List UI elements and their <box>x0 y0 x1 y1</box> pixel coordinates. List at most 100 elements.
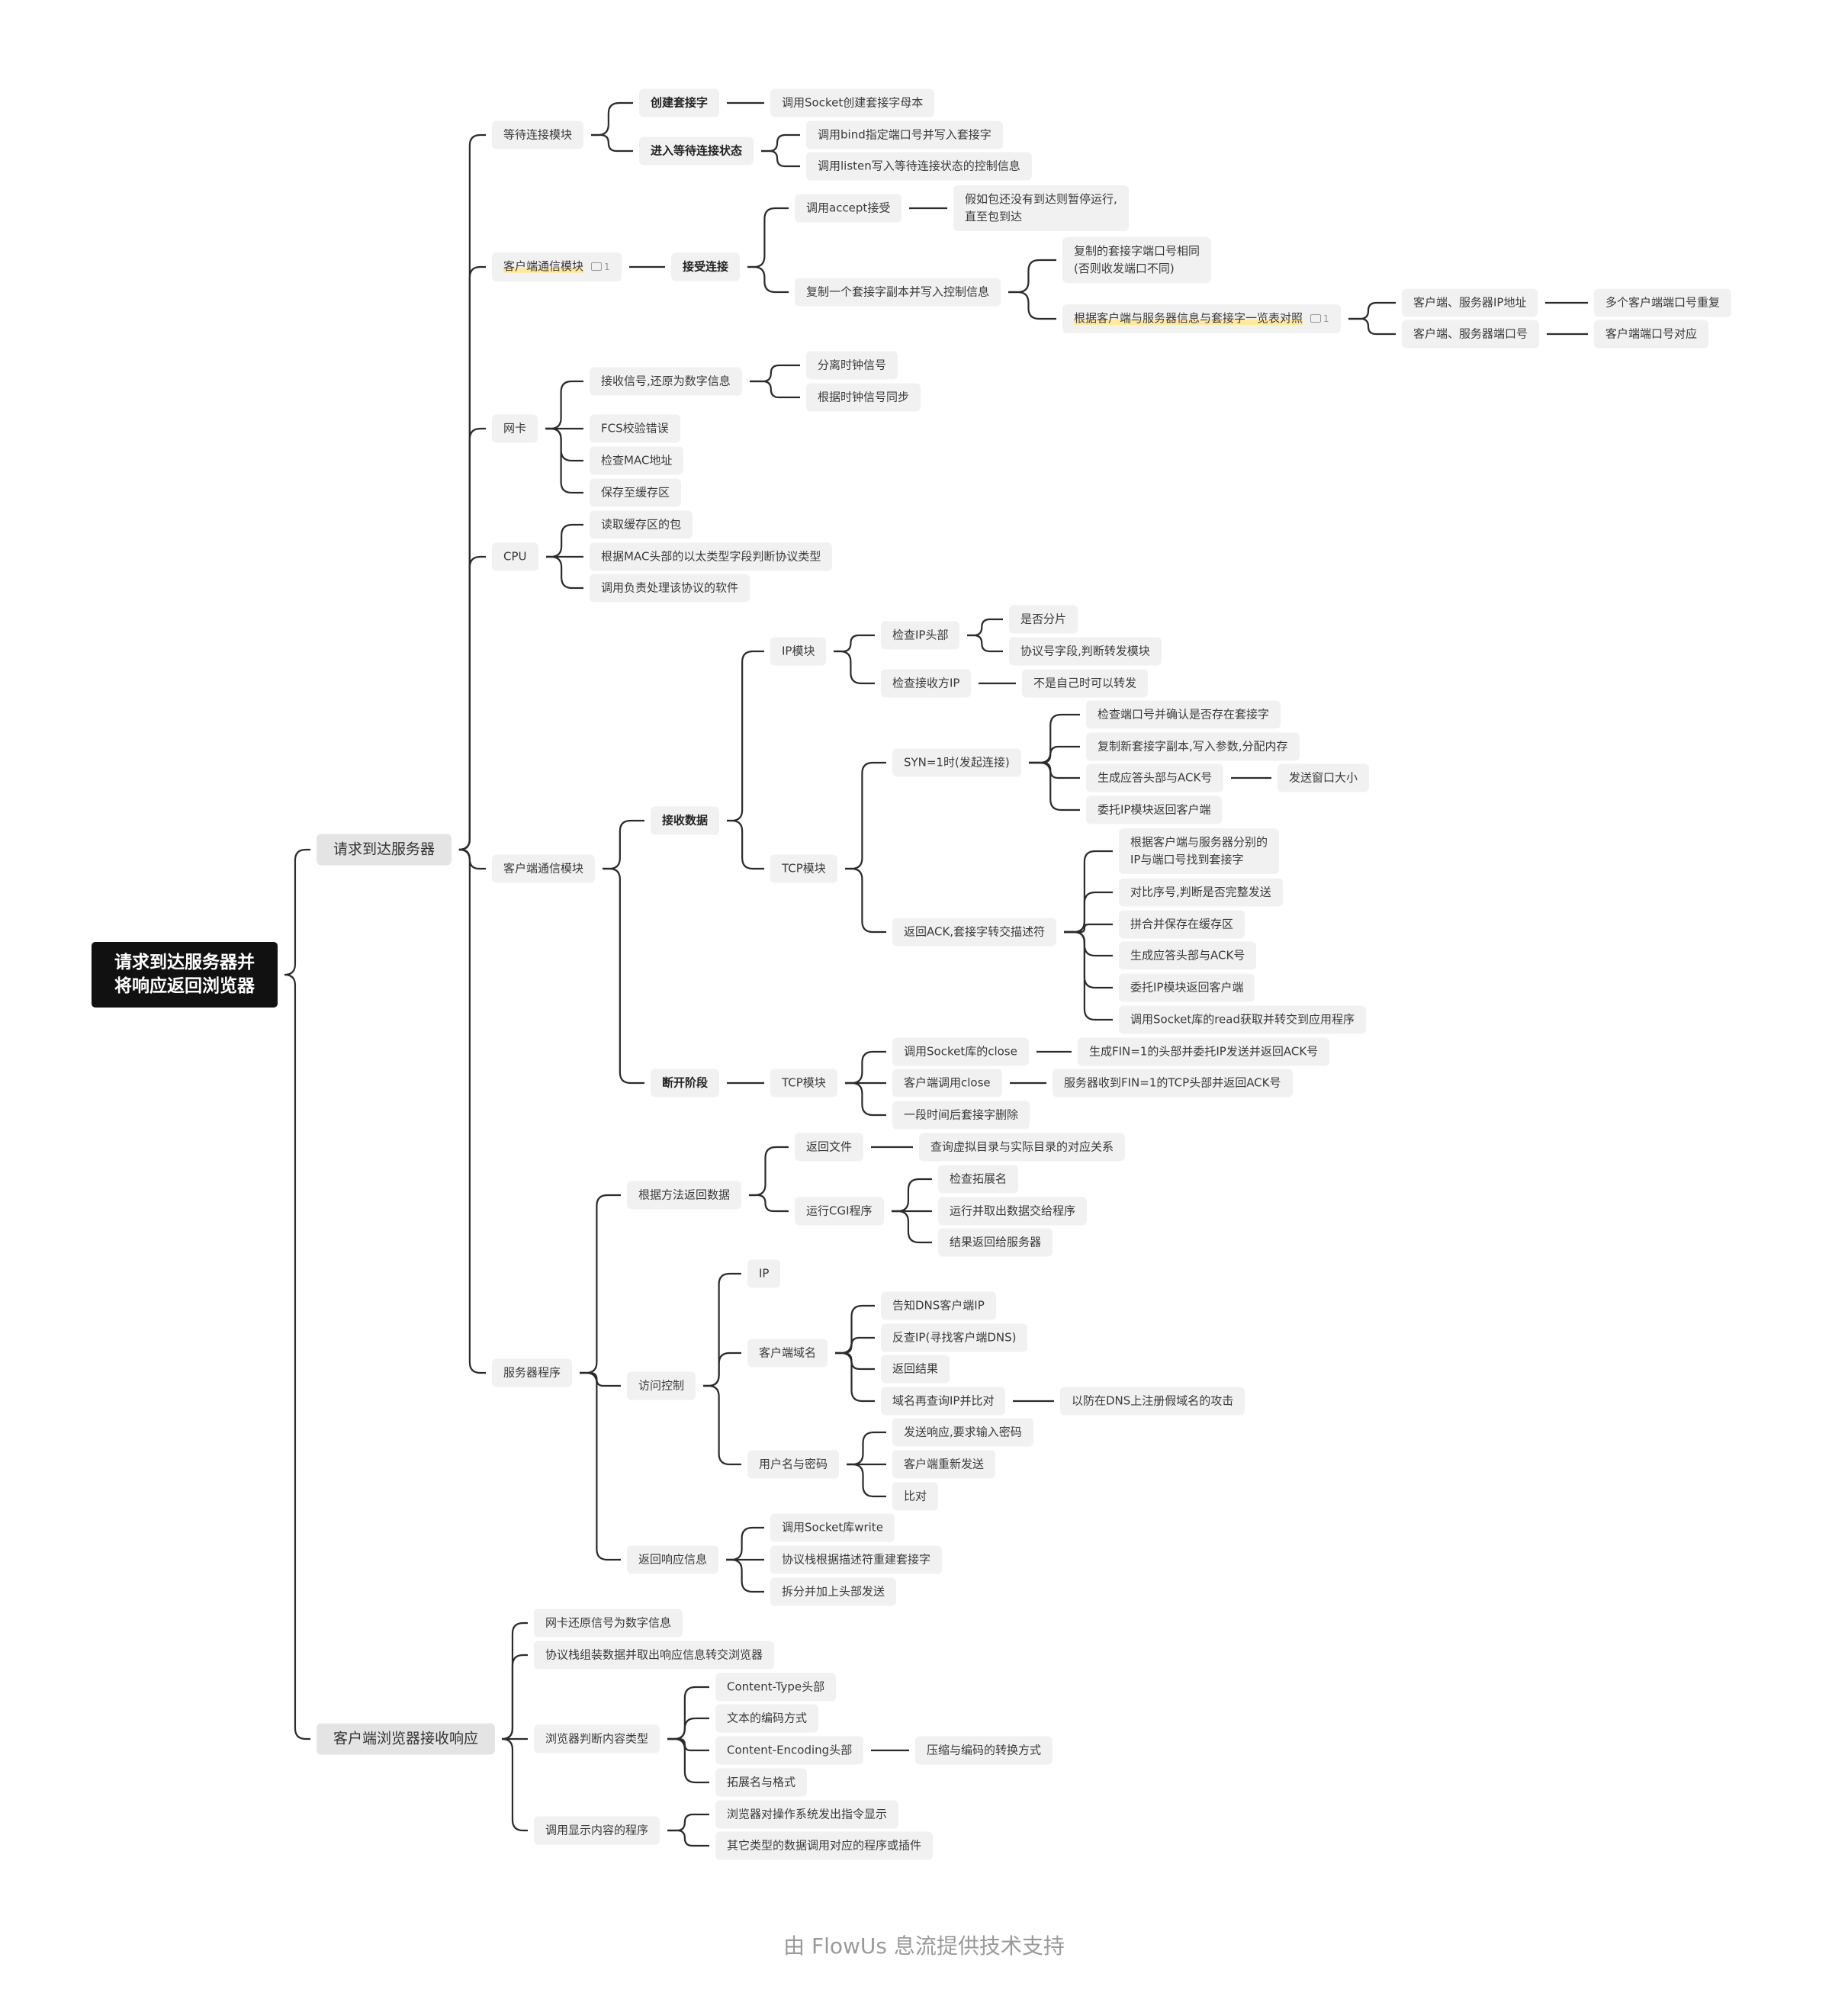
mind-node-r-0-4-0-1-1[interactable]: 返回ACK,套接字转交描述符 <box>892 918 1057 947</box>
mind-node-r-0-5-1-2[interactable]: 用户名与密码 <box>747 1450 840 1479</box>
mind-node-r-0-5-2[interactable]: 返回响应信息 <box>627 1545 719 1574</box>
mind-node-r-0-5-0-1-0[interactable]: 检查拓展名 <box>938 1165 1019 1194</box>
mind-node-r-0-2-3[interactable]: 保存至缓存区 <box>590 478 682 507</box>
mind-node-r-0-4-0-1-1-4[interactable]: 委托IP模块返回客户端 <box>1119 973 1255 1002</box>
mind-node-r-0-4-0-1-0-1[interactable]: 复制新套接字副本,写入参数,分配内存 <box>1086 732 1300 761</box>
mind-node-r-0-5-1-2-1[interactable]: 客户端重新发送 <box>892 1450 996 1479</box>
mind-node-r-0-4-0-1-1-5[interactable]: 调用Socket库的read获取并转交到应用程序 <box>1119 1005 1366 1034</box>
node-label: 查询虚拟目录与实际目录的对应关系 <box>930 1139 1114 1154</box>
mind-node-r-1-0[interactable]: 网卡还原信号为数字信息 <box>534 1609 683 1638</box>
mind-node-r-0-4-1-0-1-0[interactable]: 服务器收到FIN=1的TCP头部并返回ACK号 <box>1053 1069 1293 1098</box>
mind-node-r-1-2-0[interactable]: Content-Type头部 <box>715 1673 837 1702</box>
mind-node-r-0-0-0-0[interactable]: 调用Socket创建套接字母本 <box>770 88 935 117</box>
mind-node-r-0-4-1-0[interactable]: TCP模块 <box>770 1069 837 1098</box>
mind-node-r-0-5-2-0[interactable]: 调用Socket库write <box>770 1513 895 1542</box>
mind-node-r-0-4-0-1-1-2[interactable]: 拼合并保存在缓存区 <box>1119 910 1245 939</box>
mind-node-r-0-4-0-1[interactable]: TCP模块 <box>770 854 837 883</box>
mind-node-r-0-4-1[interactable]: 断开阶段 <box>651 1069 720 1098</box>
mind-node-r-1-2-1[interactable]: 文本的编码方式 <box>715 1704 819 1733</box>
mind-node-r-0-5-0[interactable]: 根据方法返回数据 <box>627 1181 742 1210</box>
mind-node-r-0-4-0-1-0-2-0[interactable]: 发送窗口大小 <box>1278 763 1370 792</box>
mind-node-r-1-2-3[interactable]: 拓展名与格式 <box>715 1768 808 1797</box>
mind-node-r-0-1-0-1-1-1-0[interactable]: 客户端端口号对应 <box>1594 320 1709 349</box>
mind-node-r-0-5-0-0-0[interactable]: 查询虚拟目录与实际目录的对应关系 <box>919 1133 1126 1162</box>
mind-node-r-0-4-0-1-0-2[interactable]: 生成应答头部与ACK号 <box>1086 763 1224 792</box>
mind-node-r-0-5-1[interactable]: 访问控制 <box>627 1371 696 1400</box>
mind-node-r-0-5-1-2-0[interactable]: 发送响应,要求输入密码 <box>892 1418 1033 1447</box>
mind-node-r-0-1-0[interactable]: 接受连接 <box>671 252 741 281</box>
mind-node-r-1-2[interactable]: 浏览器判断内容类型 <box>534 1724 660 1753</box>
mind-node-r-0-4-1-0-2[interactable]: 一段时间后套接字删除 <box>892 1101 1030 1130</box>
mind-node-r-1[interactable]: 客户端浏览器接收响应 <box>317 1723 496 1755</box>
mind-node-r-0-3-2[interactable]: 调用负责处理该协议的软件 <box>590 574 750 603</box>
mind-node-r-0-0-0[interactable]: 创建套接字 <box>639 88 720 117</box>
mind-node-r-0-5-1-1-2[interactable]: 返回结果 <box>881 1355 950 1384</box>
mind-node-r-0-0-1[interactable]: 进入等待连接状态 <box>639 137 754 166</box>
mind-node-r-0-3-0[interactable]: 读取缓存区的包 <box>590 510 693 539</box>
mind-node-r-0-2[interactable]: 网卡 <box>492 414 538 443</box>
mind-node-r-0-2-0[interactable]: 接收信号,还原为数字信息 <box>590 367 742 396</box>
mind-node-r-0-5-1-2-2[interactable]: 比对 <box>892 1482 939 1511</box>
mind-node-r-0-1-0-1[interactable]: 复制一个套接字副本并写入控制信息 <box>795 278 1001 307</box>
mind-node-r-0[interactable]: 请求到达服务器 <box>317 834 452 866</box>
mind-node-r-0-0-1-0[interactable]: 调用bind指定端口号并写入套接字 <box>806 121 1003 149</box>
comment-icon[interactable]: 1 <box>1310 310 1329 328</box>
mind-node-r-0-2-2[interactable]: 检查MAC地址 <box>590 446 684 475</box>
mind-node-r-0-3-1[interactable]: 根据MAC头部的以太类型字段判断协议类型 <box>590 542 833 571</box>
mind-node-r-0-1-0-1-1-0[interactable]: 客户端、服务器IP地址 <box>1402 288 1538 317</box>
mind-node-r-0-0[interactable]: 等待连接模块 <box>492 121 584 149</box>
mind-node-r-0-1-0-1-1-0-0[interactable]: 多个客户端端口号重复 <box>1594 288 1732 317</box>
mind-node-r-0-4-0-1-0-0[interactable]: 检查端口号并确认是否存在套接字 <box>1086 700 1281 729</box>
mind-node-r-0-4-0[interactable]: 接收数据 <box>651 806 720 835</box>
mind-node-r-0-4-0-1-1-3[interactable]: 生成应答头部与ACK号 <box>1119 941 1257 970</box>
mind-node-r-1-1[interactable]: 协议栈组装数据并取出响应信息转交浏览器 <box>534 1641 775 1670</box>
mind-node-r-1-2-2[interactable]: Content-Encoding头部 <box>715 1736 864 1765</box>
mind-node-r-0-1-0-0-0[interactable]: 假如包还没有到达则暂停运行,直至包到达 <box>953 185 1129 231</box>
mind-node-r-1-2-2-0[interactable]: 压缩与编码的转换方式 <box>915 1736 1053 1765</box>
comment-icon[interactable]: 1 <box>591 259 610 276</box>
mind-node-r-1-3[interactable]: 调用显示内容的程序 <box>534 1816 660 1845</box>
mind-node-r-0-2-0-1[interactable]: 根据时钟信号同步 <box>806 383 921 412</box>
mind-node-r-0-4-0-0-0[interactable]: 检查IP头部 <box>881 621 960 650</box>
mind-node-r-0-5-0-1-2[interactable]: 结果返回给服务器 <box>938 1228 1053 1257</box>
mind-node-r-0-5-1-1-3-0[interactable]: 以防在DNS上注册假域名的攻击 <box>1060 1387 1245 1416</box>
connector-r-0-5-1-1 <box>703 1352 741 1387</box>
mind-node-r-0-0-1-1[interactable]: 调用listen写入等待连接状态的控制信息 <box>806 152 1032 181</box>
mind-node-r-0-4-0-1-0-3[interactable]: 委托IP模块返回客户端 <box>1086 795 1223 824</box>
mind-node-r-0-5-2-1[interactable]: 协议栈根据描述符重建套接字 <box>770 1545 943 1574</box>
mind-node-r-0-1-0-1-0[interactable]: 复制的套接字端口号相同(否则收发端口不同) <box>1062 237 1212 283</box>
connector-r-0-4-0-1 <box>727 819 764 870</box>
mind-node-r-0-5-0-1[interactable]: 运行CGI程序 <box>795 1197 884 1226</box>
mind-node-r-0-4-0-0-0-0[interactable]: 是否分片 <box>1009 605 1078 634</box>
mind-node-r-0-4-0-0-0-1[interactable]: 协议号字段,判断转发模块 <box>1009 637 1162 666</box>
mind-node-r-0-5-2-2[interactable]: 拆分并加上头部发送 <box>770 1577 897 1606</box>
mind-node-r-0-4-0-0[interactable]: IP模块 <box>770 637 827 666</box>
mind-node-r-0-5-0-1-1[interactable]: 运行并取出数据交给程序 <box>938 1197 1088 1226</box>
mind-node-r-0-1-0-0[interactable]: 调用accept接受 <box>795 194 902 223</box>
mind-node-r-0-2-1[interactable]: FCS校验错误 <box>590 414 680 443</box>
mind-node-r-0-5-1-1-3[interactable]: 域名再查询IP并比对 <box>881 1387 1006 1416</box>
mind-node-r-0-4-0-1-1-1[interactable]: 对比序号,判断是否完整发送 <box>1119 878 1283 907</box>
mind-node-r-0-4-1-0-0[interactable]: 调用Socket库的close <box>892 1037 1029 1066</box>
mind-node-r-0-5-0-0[interactable]: 返回文件 <box>795 1133 864 1162</box>
mind-node-r-0-5-1-0[interactable]: IP <box>747 1259 781 1288</box>
mind-node-r-0-4-0-1-0[interactable]: SYN=1时(发起连接) <box>892 748 1021 777</box>
mind-node-r-1-3-1[interactable]: 其它类型的数据调用对应的程序或插件 <box>715 1831 934 1860</box>
mind-node-r-1-3-0[interactable]: 浏览器对操作系统发出指令显示 <box>715 1800 899 1829</box>
mind-node-r-0-1-0-1-1-1[interactable]: 客户端、服务器端口号 <box>1402 320 1540 349</box>
mind-node-r-0-3[interactable]: CPU <box>492 542 538 571</box>
mind-node-r-0-5-1-1[interactable]: 客户端域名 <box>747 1339 828 1368</box>
mind-node-r-0-4-0-0-1-0[interactable]: 不是自己时可以转发 <box>1022 669 1149 698</box>
mind-node-r-0-4-1-0-1[interactable]: 客户端调用close <box>892 1069 1002 1098</box>
mind-node-r-0-5-1-1-0[interactable]: 告知DNS客户端IP <box>881 1291 996 1320</box>
root-node[interactable]: 请求到达服务器并将响应返回浏览器 <box>92 942 278 1008</box>
mind-node-r-0-4[interactable]: 客户端通信模块 <box>492 854 596 883</box>
mind-node-r-0-5-1-1-1[interactable]: 反查IP(寻找客户端DNS) <box>881 1323 1028 1352</box>
mind-node-r-0-5[interactable]: 服务器程序 <box>492 1358 573 1387</box>
mind-node-r-0-2-0-0[interactable]: 分离时钟信号 <box>806 351 898 380</box>
mind-node-r-0-4-1-0-0-0[interactable]: 生成FIN=1的头部并委托IP发送并返回ACK号 <box>1078 1037 1330 1066</box>
mind-node-r-0-4-0-0-1[interactable]: 检查接收方IP <box>881 669 972 698</box>
